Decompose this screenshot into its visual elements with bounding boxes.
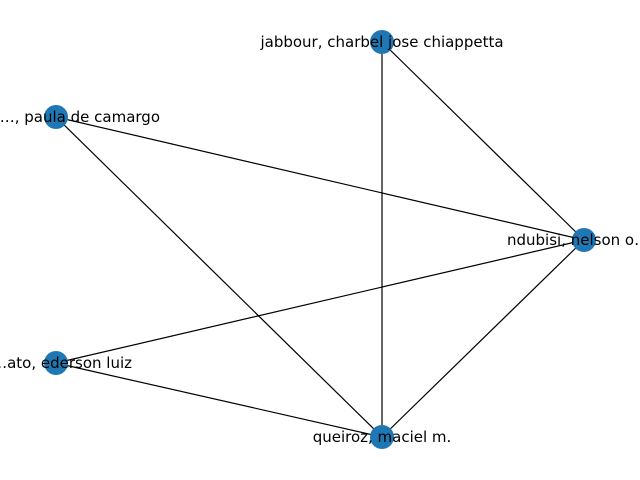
node-ederson	[44, 351, 68, 375]
node-label-queiroz: queiroz, maciel m.	[313, 428, 452, 446]
edge-paula-queiroz	[55, 116, 383, 438]
edge-ederson-queiroz	[55, 362, 383, 438]
node-layer	[44, 30, 596, 449]
edge-ndubisi-queiroz	[381, 239, 585, 438]
edge-layer	[55, 41, 585, 438]
edge-paula-ndubisi	[55, 116, 585, 241]
node-label-ederson: …ato, ederson luiz	[0, 354, 132, 372]
node-jabbour	[370, 30, 394, 54]
edge-ndubisi-ederson	[55, 239, 585, 364]
node-label-jabbour: jabbour, charbel jose chiappetta	[259, 33, 503, 51]
node-label-paula: …, paula de camargo	[0, 108, 160, 126]
node-queiroz	[370, 425, 394, 449]
node-ndubisi	[572, 228, 596, 252]
node-paula	[44, 105, 68, 129]
label-layer: jabbour, charbel jose chiappetta …, paula…	[0, 33, 640, 446]
edge-jabbour-ndubisi	[381, 41, 585, 241]
node-label-ndubisi: ndubisi, nelson o…	[507, 231, 640, 249]
